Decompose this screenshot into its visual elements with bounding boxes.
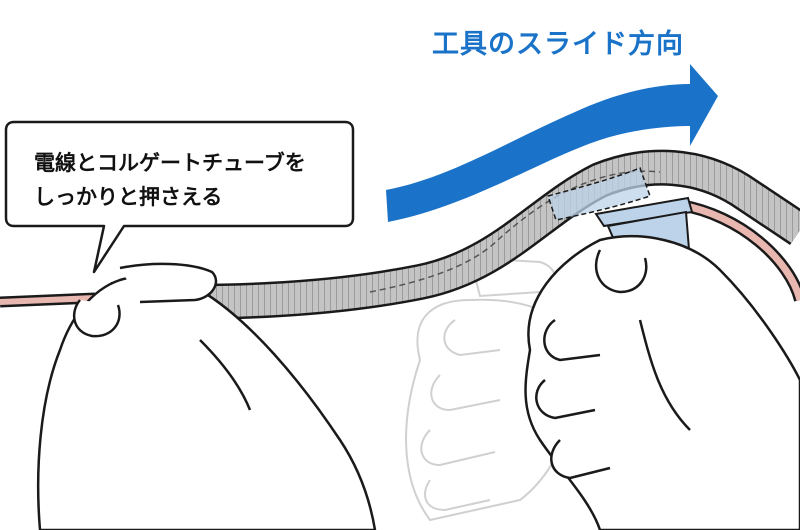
- callout-text: 電線とコルゲートチューブを しっかりと押さえる: [34, 146, 364, 214]
- left-hand-icon: [36, 262, 377, 530]
- slide-direction-label: 工具のスライド方向: [432, 29, 684, 60]
- wire-left: [0, 292, 96, 308]
- wire-right: [678, 199, 800, 302]
- callout-box: [4, 120, 355, 274]
- callout-line-2: しっかりと押さえる: [34, 185, 223, 209]
- right-hand-icon: [524, 235, 800, 530]
- slide-direction-arrow-icon: [386, 64, 718, 222]
- corrugated-tube: [109, 149, 800, 320]
- callout-line-1: 電線とコルゲートチューブを: [34, 151, 306, 175]
